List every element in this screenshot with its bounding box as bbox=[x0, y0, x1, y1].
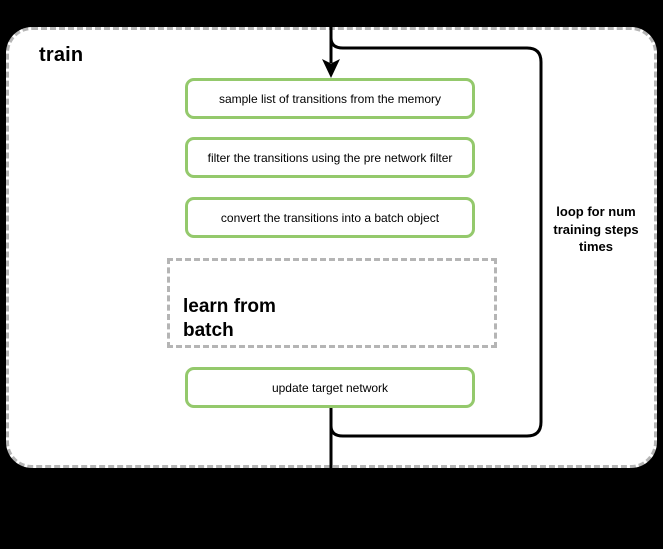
step-sample-transitions-label: sample list of transitions from the memo… bbox=[218, 91, 442, 106]
step-filter-transitions-label: filter the transitions using the pre net… bbox=[207, 150, 453, 165]
train-group-title: train bbox=[39, 44, 84, 66]
step-update-target-network: update target network bbox=[185, 367, 475, 408]
step-learn-from-batch: learn from batch bbox=[167, 258, 497, 348]
step-convert-to-batch-label: convert the transitions into a batch obj… bbox=[220, 210, 440, 225]
step-update-target-network-label: update target network bbox=[271, 380, 389, 395]
step-convert-to-batch: convert the transitions into a batch obj… bbox=[185, 197, 475, 238]
loop-count-label: loop for num training steps times bbox=[553, 204, 639, 255]
step-sample-transitions: sample list of transitions from the memo… bbox=[185, 78, 475, 119]
step-filter-transitions: filter the transitions using the pre net… bbox=[185, 137, 475, 178]
step-learn-from-batch-label: learn from batch bbox=[183, 295, 276, 342]
